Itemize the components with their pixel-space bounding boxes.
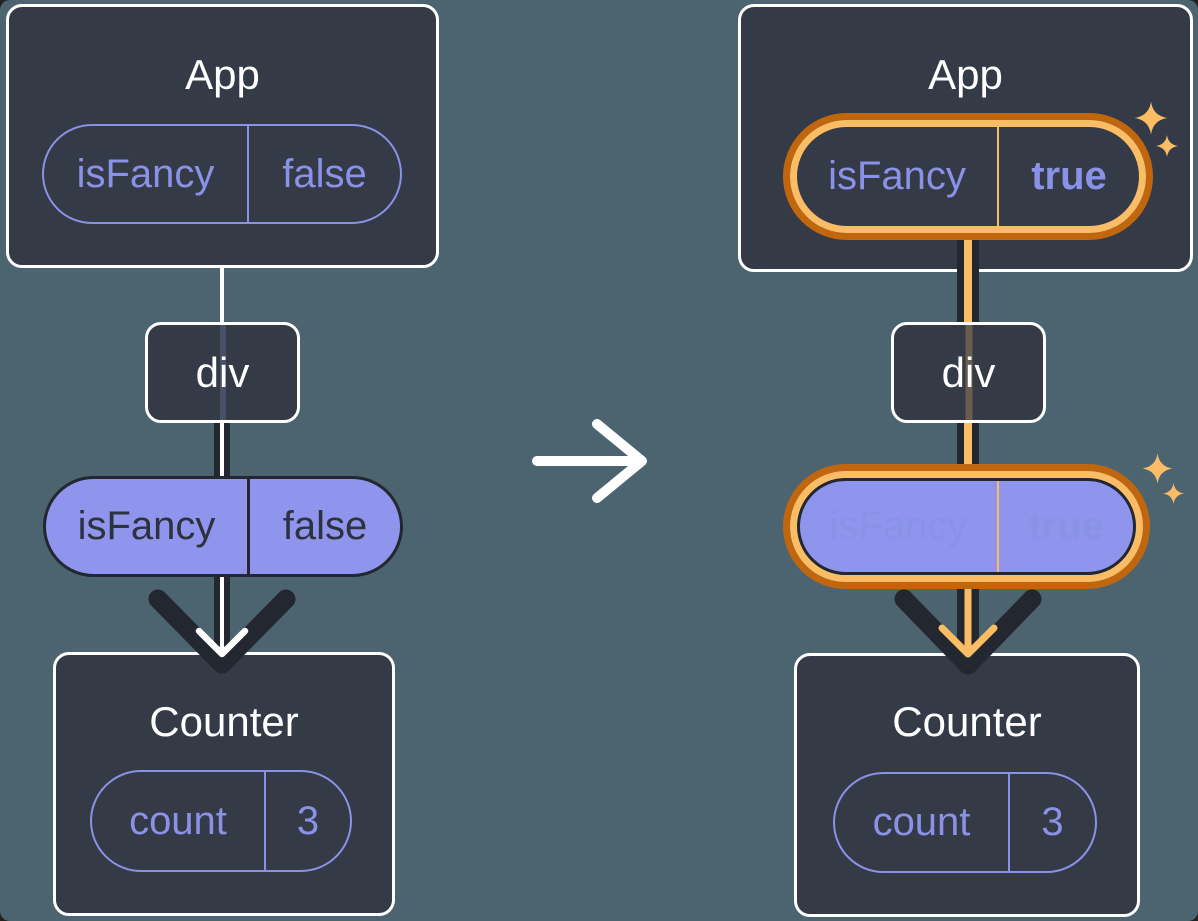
prop-value-label: true: [1028, 504, 1104, 548]
prop-name-label: isFancy: [77, 504, 216, 548]
component-name: Counter: [892, 698, 1042, 745]
app-prop-pill: isFancy false: [42, 124, 402, 224]
app-prop-pill-highlighted: isFancy true: [783, 113, 1153, 240]
state-name-label: count: [872, 800, 971, 844]
counter-title: Counter: [794, 692, 1140, 752]
state-name-cell: count: [835, 774, 1008, 871]
prop-name-cell: isFancy: [800, 481, 997, 572]
prop-value-label: true: [1031, 154, 1107, 198]
prop-name-label: isFancy: [828, 154, 966, 198]
prop-name-cell: isFancy: [44, 126, 247, 222]
state-pill: count 3: [90, 770, 352, 872]
prop-arrow-down: [148, 576, 296, 674]
component-name: App: [185, 51, 260, 98]
prop-value-cell: true: [997, 127, 1139, 226]
prop-edge-core: [964, 238, 972, 324]
state-name-cell: count: [92, 772, 264, 870]
prop-value-label: false: [282, 504, 368, 548]
prop-value-cell: false: [247, 479, 400, 574]
div-node: div: [145, 322, 300, 423]
counter-title: Counter: [53, 692, 395, 752]
ghost-prop-line: [965, 325, 972, 420]
prop-edge-core: [964, 421, 972, 467]
div-label: div: [195, 348, 250, 396]
tree-edge-core: [220, 421, 224, 478]
prop-value-cell: true: [997, 481, 1133, 572]
passed-prop-pill-highlighted: isFancy true: [783, 464, 1150, 589]
prop-edge-app-div: [957, 238, 979, 324]
tree-edge-app-div: [220, 266, 224, 324]
prop-arrow-down: [894, 588, 1042, 675]
sparkle-icon: [1142, 453, 1173, 484]
app-title: App: [738, 44, 1193, 106]
prop-value-label: false: [282, 151, 367, 196]
prop-edge-div-pill: [214, 421, 230, 478]
component-name: Counter: [149, 698, 299, 745]
passed-prop-pill: isFancy false: [43, 476, 403, 577]
prop-name-label: isFancy: [829, 504, 968, 548]
ghost-prop-line: [219, 325, 226, 420]
component-name: App: [928, 51, 1003, 98]
prop-name-label: isFancy: [76, 151, 215, 196]
div-node: div: [891, 322, 1046, 423]
state-value-cell: 3: [1008, 774, 1095, 871]
prop-name-cell: isFancy: [797, 127, 997, 226]
state-name-label: count: [129, 798, 227, 843]
prop-value-cell: false: [247, 126, 400, 222]
div-label: div: [941, 348, 996, 396]
transition-arrow-icon: [532, 419, 647, 503]
state-value-cell: 3: [264, 772, 350, 870]
prop-edge-div-pill: [957, 421, 979, 467]
sparkle-icon: [1156, 135, 1178, 157]
sparkle-icon: [1162, 482, 1185, 505]
sparkle-icon: [1134, 101, 1168, 135]
state-value-label: 3: [1041, 800, 1064, 844]
state-value-label: 3: [296, 798, 320, 843]
app-title: App: [6, 44, 439, 106]
prop-name-cell: isFancy: [46, 479, 247, 574]
state-pill: count 3: [833, 772, 1097, 873]
